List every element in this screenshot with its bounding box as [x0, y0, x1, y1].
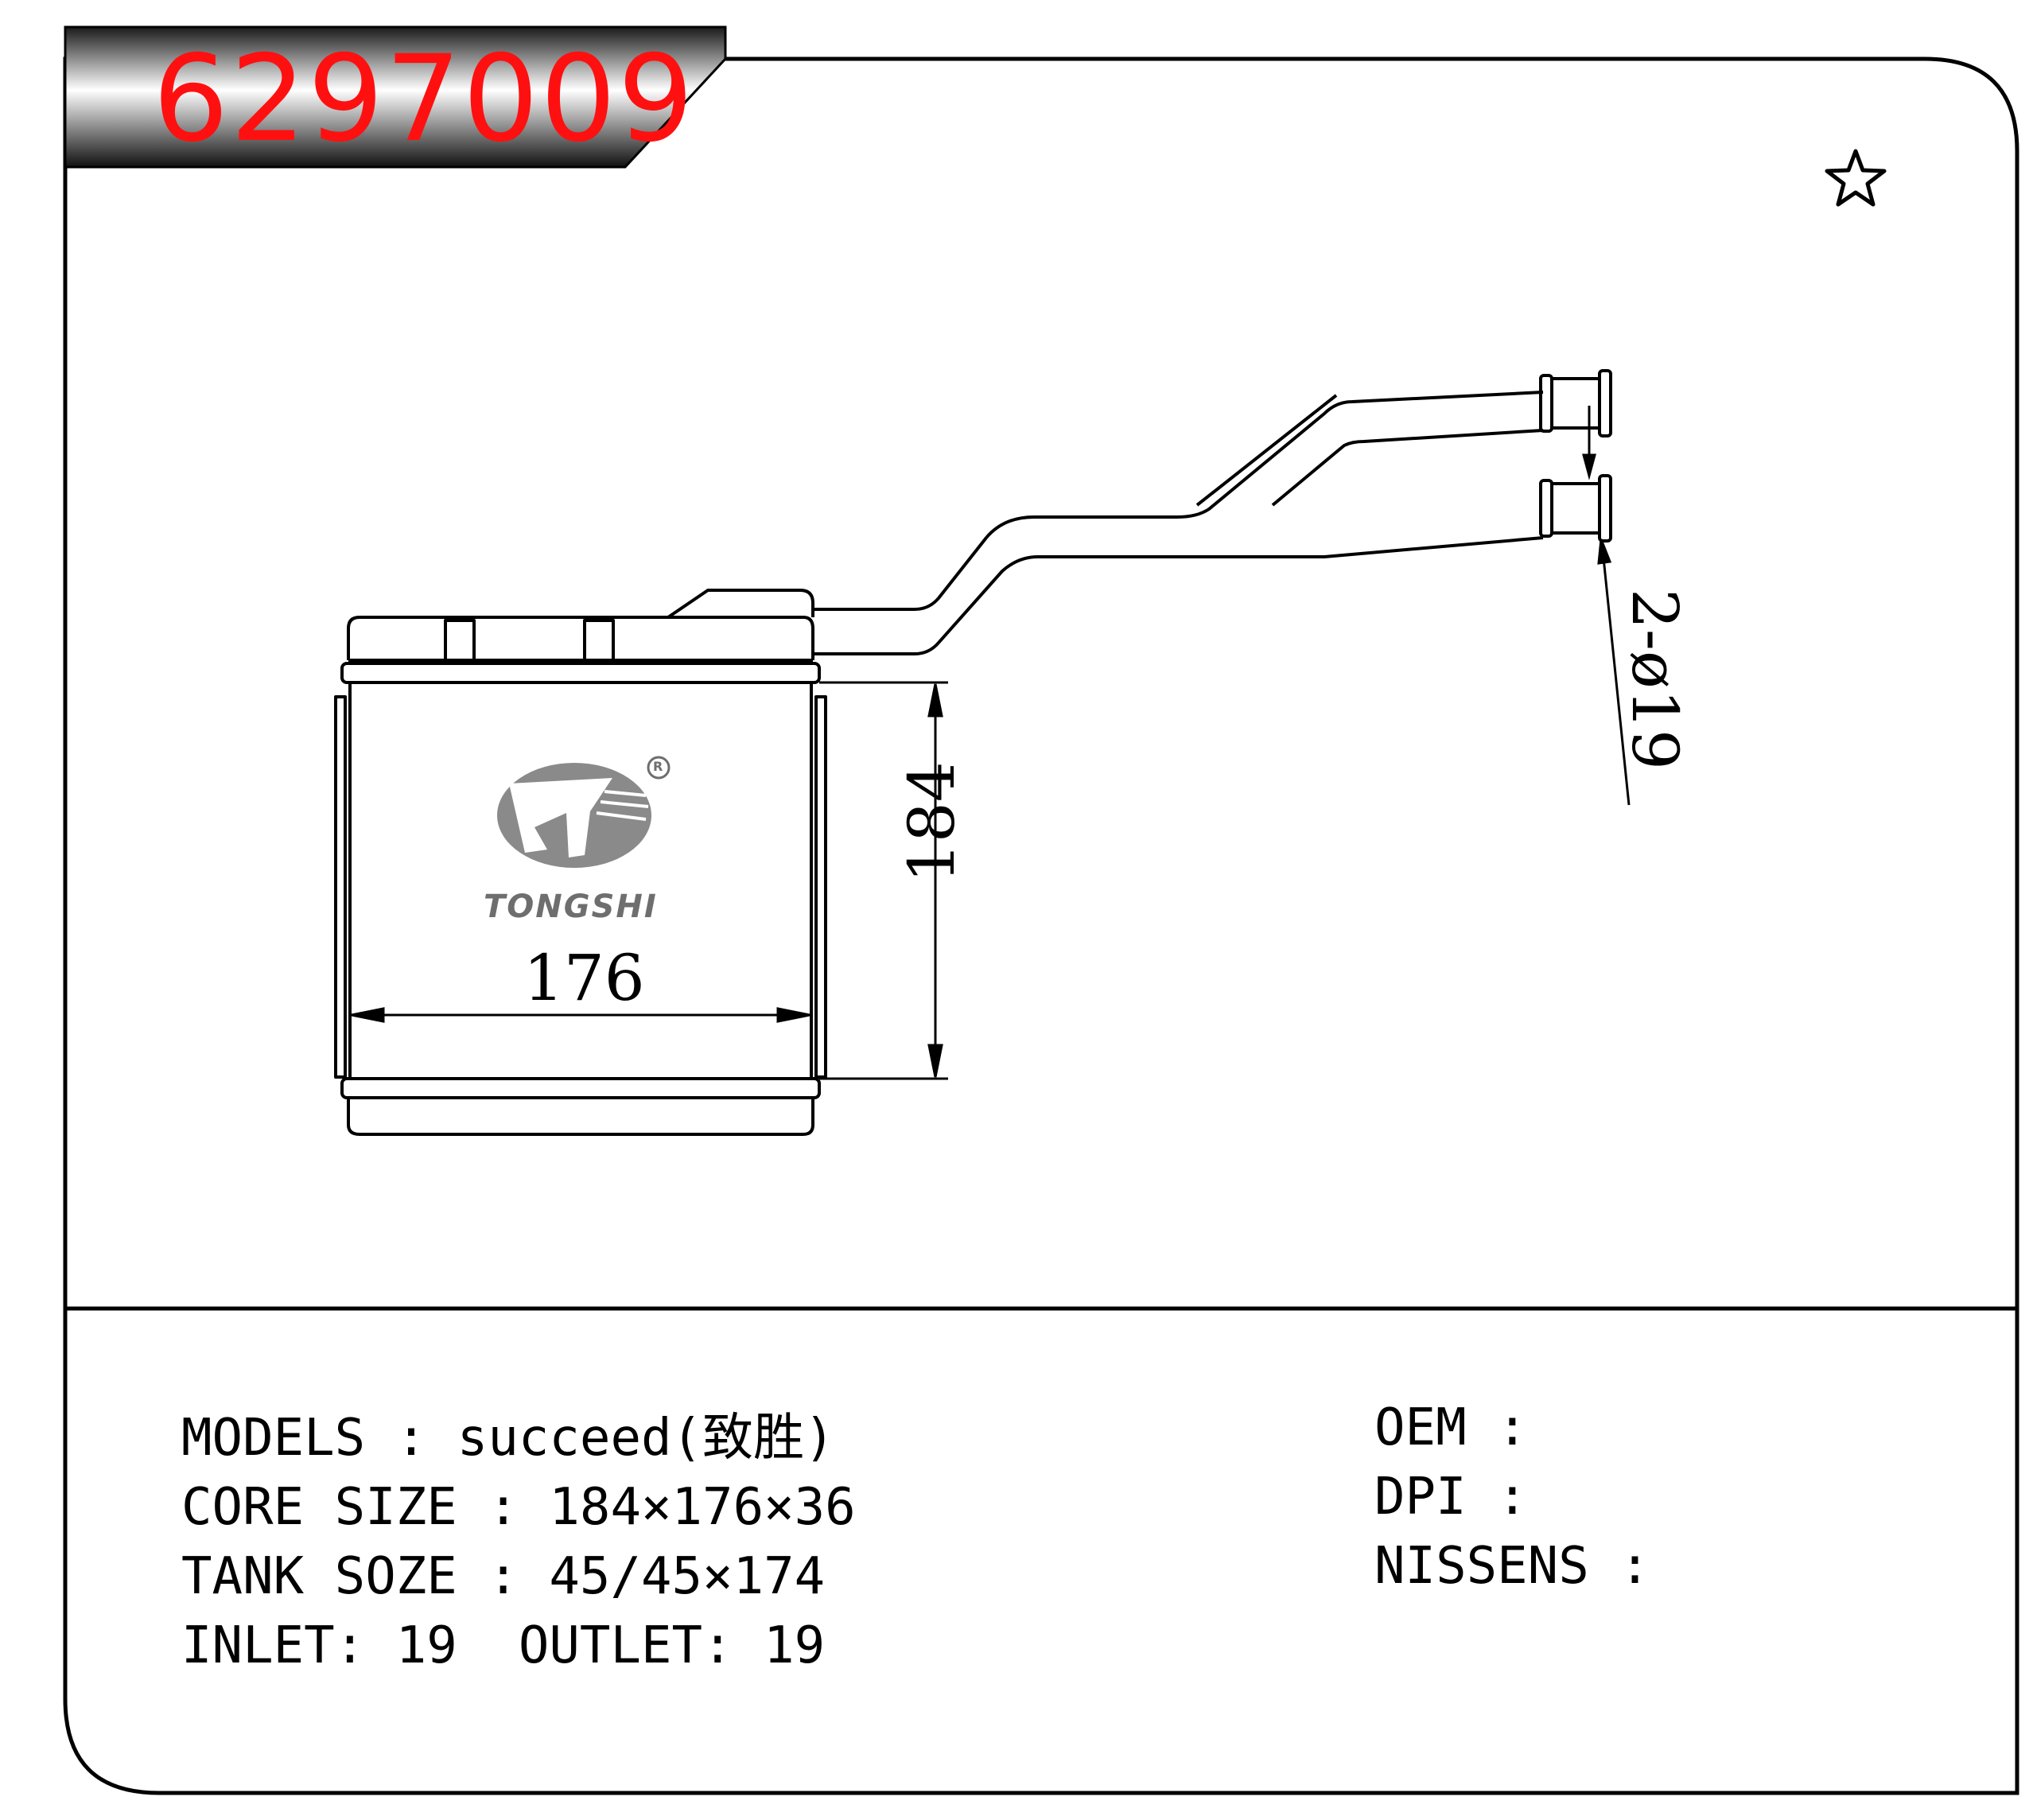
spec-label: INLET	[181, 1616, 335, 1675]
sheet-border	[63, 56, 2019, 1795]
spec-label: OEM	[1374, 1398, 1467, 1457]
spec-value: 45/45×174	[549, 1547, 826, 1606]
spec-value: succeed(致胜)	[457, 1409, 835, 1468]
spec-label: OUTLET	[518, 1616, 703, 1675]
dimension-height-label: 184	[895, 761, 969, 883]
spec-models: MODELS : succeed(致胜)	[181, 1409, 835, 1468]
spec-label: MODELS	[181, 1409, 366, 1468]
spec-tank-size: TANK SOZE : 45/45×174	[181, 1547, 826, 1606]
registered-mark: R	[653, 759, 663, 774]
star-icon[interactable]	[1825, 149, 1887, 207]
tongshi-logo-icon	[497, 756, 671, 868]
brand-name: TONGSHI	[484, 889, 658, 925]
dimension-lines	[351, 406, 1631, 1080]
spec-value: 184×176×36	[549, 1478, 856, 1537]
part-number: 6297009	[153, 30, 696, 169]
spec-dpi: DPI :	[1374, 1468, 1528, 1526]
spec-nissens: NISSENS :	[1374, 1537, 1650, 1596]
dimension-width-label: 176	[523, 941, 645, 1015]
spec-label: NISSENS	[1374, 1537, 1589, 1596]
spec-label: TANK SOZE	[181, 1547, 457, 1606]
spec-oem: OEM :	[1374, 1398, 1528, 1457]
spec-core-size: CORE SIZE : 184×176×36	[181, 1478, 856, 1537]
pipe-diameter-label: 2-ø19	[1618, 589, 1692, 770]
heater-core-drawing	[334, 369, 1612, 1136]
spec-label: CORE SIZE	[181, 1478, 457, 1537]
spec-value: 19	[764, 1616, 826, 1675]
title-banner	[64, 25, 727, 169]
spec-value: 19	[395, 1616, 457, 1675]
spec-inlet-outlet: INLET: 19 OUTLET: 19	[181, 1616, 826, 1675]
spec-label: DPI	[1374, 1468, 1467, 1526]
